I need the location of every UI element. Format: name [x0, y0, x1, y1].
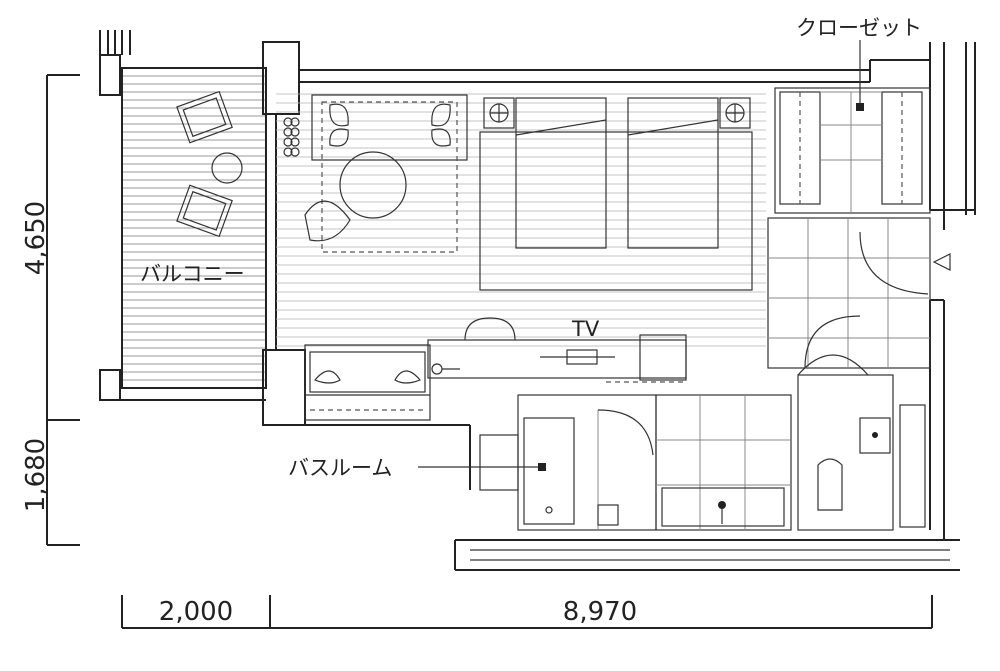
nightstand-lamp-right — [719, 97, 751, 129]
bathroom-marker — [538, 463, 546, 471]
dimension-width-left: 2,000 — [159, 597, 233, 627]
dimension-height-lower: 1,680 — [21, 438, 51, 512]
entrance-arrow-icon — [932, 253, 951, 271]
dimension-lines — [46, 74, 933, 629]
living-room — [276, 88, 766, 350]
toilet-room — [797, 354, 926, 531]
bathroom-area — [479, 394, 792, 531]
label-bathroom: バスルーム — [288, 456, 392, 480]
balcony-area — [99, 30, 267, 401]
closet-area — [774, 40, 931, 214]
closet-marker — [856, 103, 864, 111]
balcony-side-table — [211, 152, 243, 184]
entry-hall — [767, 217, 951, 369]
label-closet: クローゼット — [796, 16, 922, 40]
radiator — [283, 117, 300, 157]
bed-frame — [479, 97, 753, 291]
label-balcony: バルコニー — [140, 262, 245, 286]
label-tv: TV — [571, 317, 600, 341]
dimension-width-right: 8,970 — [563, 597, 637, 627]
dimension-height-upper: 4,650 — [21, 201, 51, 275]
balcony-lounge-chair-bottom — [176, 184, 233, 238]
nightstand-lamp-left — [483, 97, 515, 129]
sofa — [304, 344, 431, 421]
tv-desk — [427, 317, 687, 383]
balcony-lounge-chair-top — [176, 90, 233, 144]
